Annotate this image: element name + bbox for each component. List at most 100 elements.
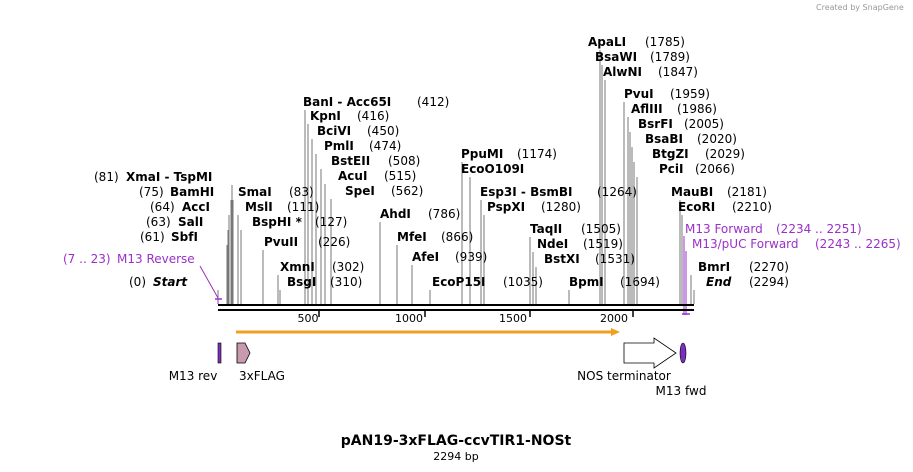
ruler-tick-label: 1500 — [499, 312, 527, 325]
site-position-bstxi: (1531) — [595, 252, 635, 266]
site-position-pspxi: (1280) — [541, 200, 581, 214]
site-position-pmli: (474) — [369, 139, 401, 153]
ruler-tick-label: 1000 — [395, 312, 423, 325]
site-label-bsgi: BsgI — [287, 275, 316, 289]
site-label-pspxi: PspXI — [487, 200, 525, 214]
site-position-acci: (64) — [150, 200, 175, 214]
site-position-pvuii: (226) — [318, 235, 350, 249]
site-name-bsabi: BsaBI — [645, 132, 683, 146]
site-position-bsteii: (508) — [388, 154, 420, 168]
site-label-bstxi: BstXI — [544, 252, 580, 266]
primer-position-m13-reverse: (7 .. 23) — [63, 252, 111, 266]
site-label-btgzi: BtgZI — [652, 147, 689, 161]
site-label-mfei: MfeI — [397, 230, 427, 244]
feature-label-m13-fwd: M13 fwd — [656, 384, 707, 398]
site-label-bani-acc65i: BanI - Acc65I — [303, 95, 391, 109]
site-name-end: End — [706, 275, 732, 289]
site-label-apali: ApaLI — [588, 35, 626, 49]
primer-name-m13-reverse: M13 Reverse — [117, 252, 195, 266]
site-name-start: Start — [153, 275, 188, 289]
site-name-alwni: AlwNI — [603, 65, 642, 79]
site-position-bsphi: (127) — [315, 215, 347, 229]
site-name-pvuii: PvuII — [264, 235, 298, 249]
site-position-maubi: (2181) — [727, 185, 767, 199]
site-position-acui: (515) — [384, 169, 416, 183]
site-name-bsawi: BsaWI — [595, 50, 637, 64]
feature-label-m13-rev: M13 rev — [169, 369, 218, 383]
site-position-ahdi: (786) — [428, 207, 460, 221]
site-position-esp3i-bsmbi: (1264) — [597, 185, 637, 199]
site-position-sali: (63) — [146, 215, 171, 229]
site-name-ecop15i: EcoP15I — [432, 275, 486, 289]
site-name-acui: AcuI — [338, 169, 367, 183]
site-label-afliii: AflIII — [631, 102, 663, 116]
site-label-pvui: PvuI — [624, 87, 654, 101]
site-name-xmni: XmnI — [280, 260, 315, 274]
site-label-msli: MslI — [245, 200, 273, 214]
site-position-pcii: (2066) — [695, 162, 735, 176]
site-position-start: (0) — [129, 275, 146, 289]
plasmid-title: pAN19-3xFLAG-ccvTIR1-NOSt — [341, 433, 572, 449]
site-name-spei: SpeI — [345, 184, 375, 198]
plasmid-length: 2294 bp — [433, 450, 478, 463]
site-position-ndei: (1519) — [583, 237, 623, 251]
site-name-bsphi: BspHI * — [252, 215, 303, 229]
site-name-bcivi: BciVI — [317, 124, 351, 138]
site-name-pcii: PciI — [659, 162, 684, 176]
primer-position-m13-puc-forward: (2243 .. 2265) — [815, 237, 901, 251]
site-name-acci: AccI — [182, 200, 210, 214]
snapgene-watermark: Created by SnapGene — [816, 3, 904, 12]
site-label-bsabi: BsaBI — [645, 132, 683, 146]
site-name-apali: ApaLI — [588, 35, 626, 49]
site-position-bpmi: (1694) — [620, 275, 660, 289]
site-name-kpni: KpnI — [310, 109, 341, 123]
feature-shape-m13-rev — [217, 342, 222, 364]
site-name-afliii: AflIII — [631, 102, 663, 116]
site-position-xmai-tspmi: (81) — [94, 170, 119, 184]
site-label-maubi: MauBI — [671, 185, 713, 199]
site-label-taqii: TaqII — [530, 222, 562, 236]
site-label-smai: SmaI — [238, 185, 272, 199]
site-label-bsrfi: BsrFI — [638, 117, 673, 131]
site-position-taqii: (1505) — [581, 222, 621, 236]
site-position-bmri: (2270) — [749, 260, 789, 274]
site-position-ppumi: (1174) — [517, 147, 557, 161]
site-label-ecori: EcoRI — [678, 200, 715, 214]
site-name-smai: SmaI — [238, 185, 272, 199]
site-position-afei: (939) — [455, 250, 487, 264]
site-label-ppumi: PpuMI — [461, 147, 503, 161]
site-name-mfei: MfeI — [397, 230, 427, 244]
site-position-bani-acc65i: (412) — [417, 95, 449, 109]
site-position-kpni: (416) — [357, 109, 389, 123]
orf-arrow-head — [611, 328, 620, 336]
feature-label-nos-terminator: NOS terminator — [577, 369, 671, 383]
site-position-sbfi: (61) — [140, 230, 165, 244]
ruler-tick-label: 500 — [298, 312, 319, 325]
site-name-afei: AfeI — [412, 250, 439, 264]
site-name-ahdi: AhdI — [380, 207, 411, 221]
site-name-esp3i-bsmbi: Esp3I - BsmBI — [480, 185, 572, 199]
site-name-bsteii: BstEII — [331, 154, 370, 168]
site-position-bsrfi: (2005) — [684, 117, 724, 131]
site-name-ndei: NdeI — [537, 237, 568, 251]
site-label-alwni: AlwNI — [603, 65, 642, 79]
site-name-bani-acc65i: BanI - Acc65I — [303, 95, 391, 109]
site-name-btgzi: BtgZI — [652, 147, 689, 161]
site-label-spei: SpeI — [345, 184, 375, 198]
site-name-bsrfi: BsrFI — [638, 117, 673, 131]
site-position-btgzi: (2029) — [705, 147, 745, 161]
site-position-apali: (1785) — [645, 35, 685, 49]
site-position-afliii: (1986) — [677, 102, 717, 116]
site-position-xmni: (302) — [332, 260, 364, 274]
site-name-ecori: EcoRI — [678, 200, 715, 214]
site-label-pcii: PciI — [659, 162, 684, 176]
primer-name-m13-forward: M13 Forward — [685, 222, 763, 236]
site-position-spei: (562) — [391, 184, 423, 198]
site-position-ecop15i: (1035) — [503, 275, 543, 289]
site-label-acui: AcuI — [338, 169, 367, 183]
site-label-afei: AfeI — [412, 250, 439, 264]
site-label-pvuii: PvuII — [264, 235, 298, 249]
site-position-ecori: (2210) — [732, 200, 772, 214]
site-name-ppumi: PpuMI — [461, 147, 503, 161]
